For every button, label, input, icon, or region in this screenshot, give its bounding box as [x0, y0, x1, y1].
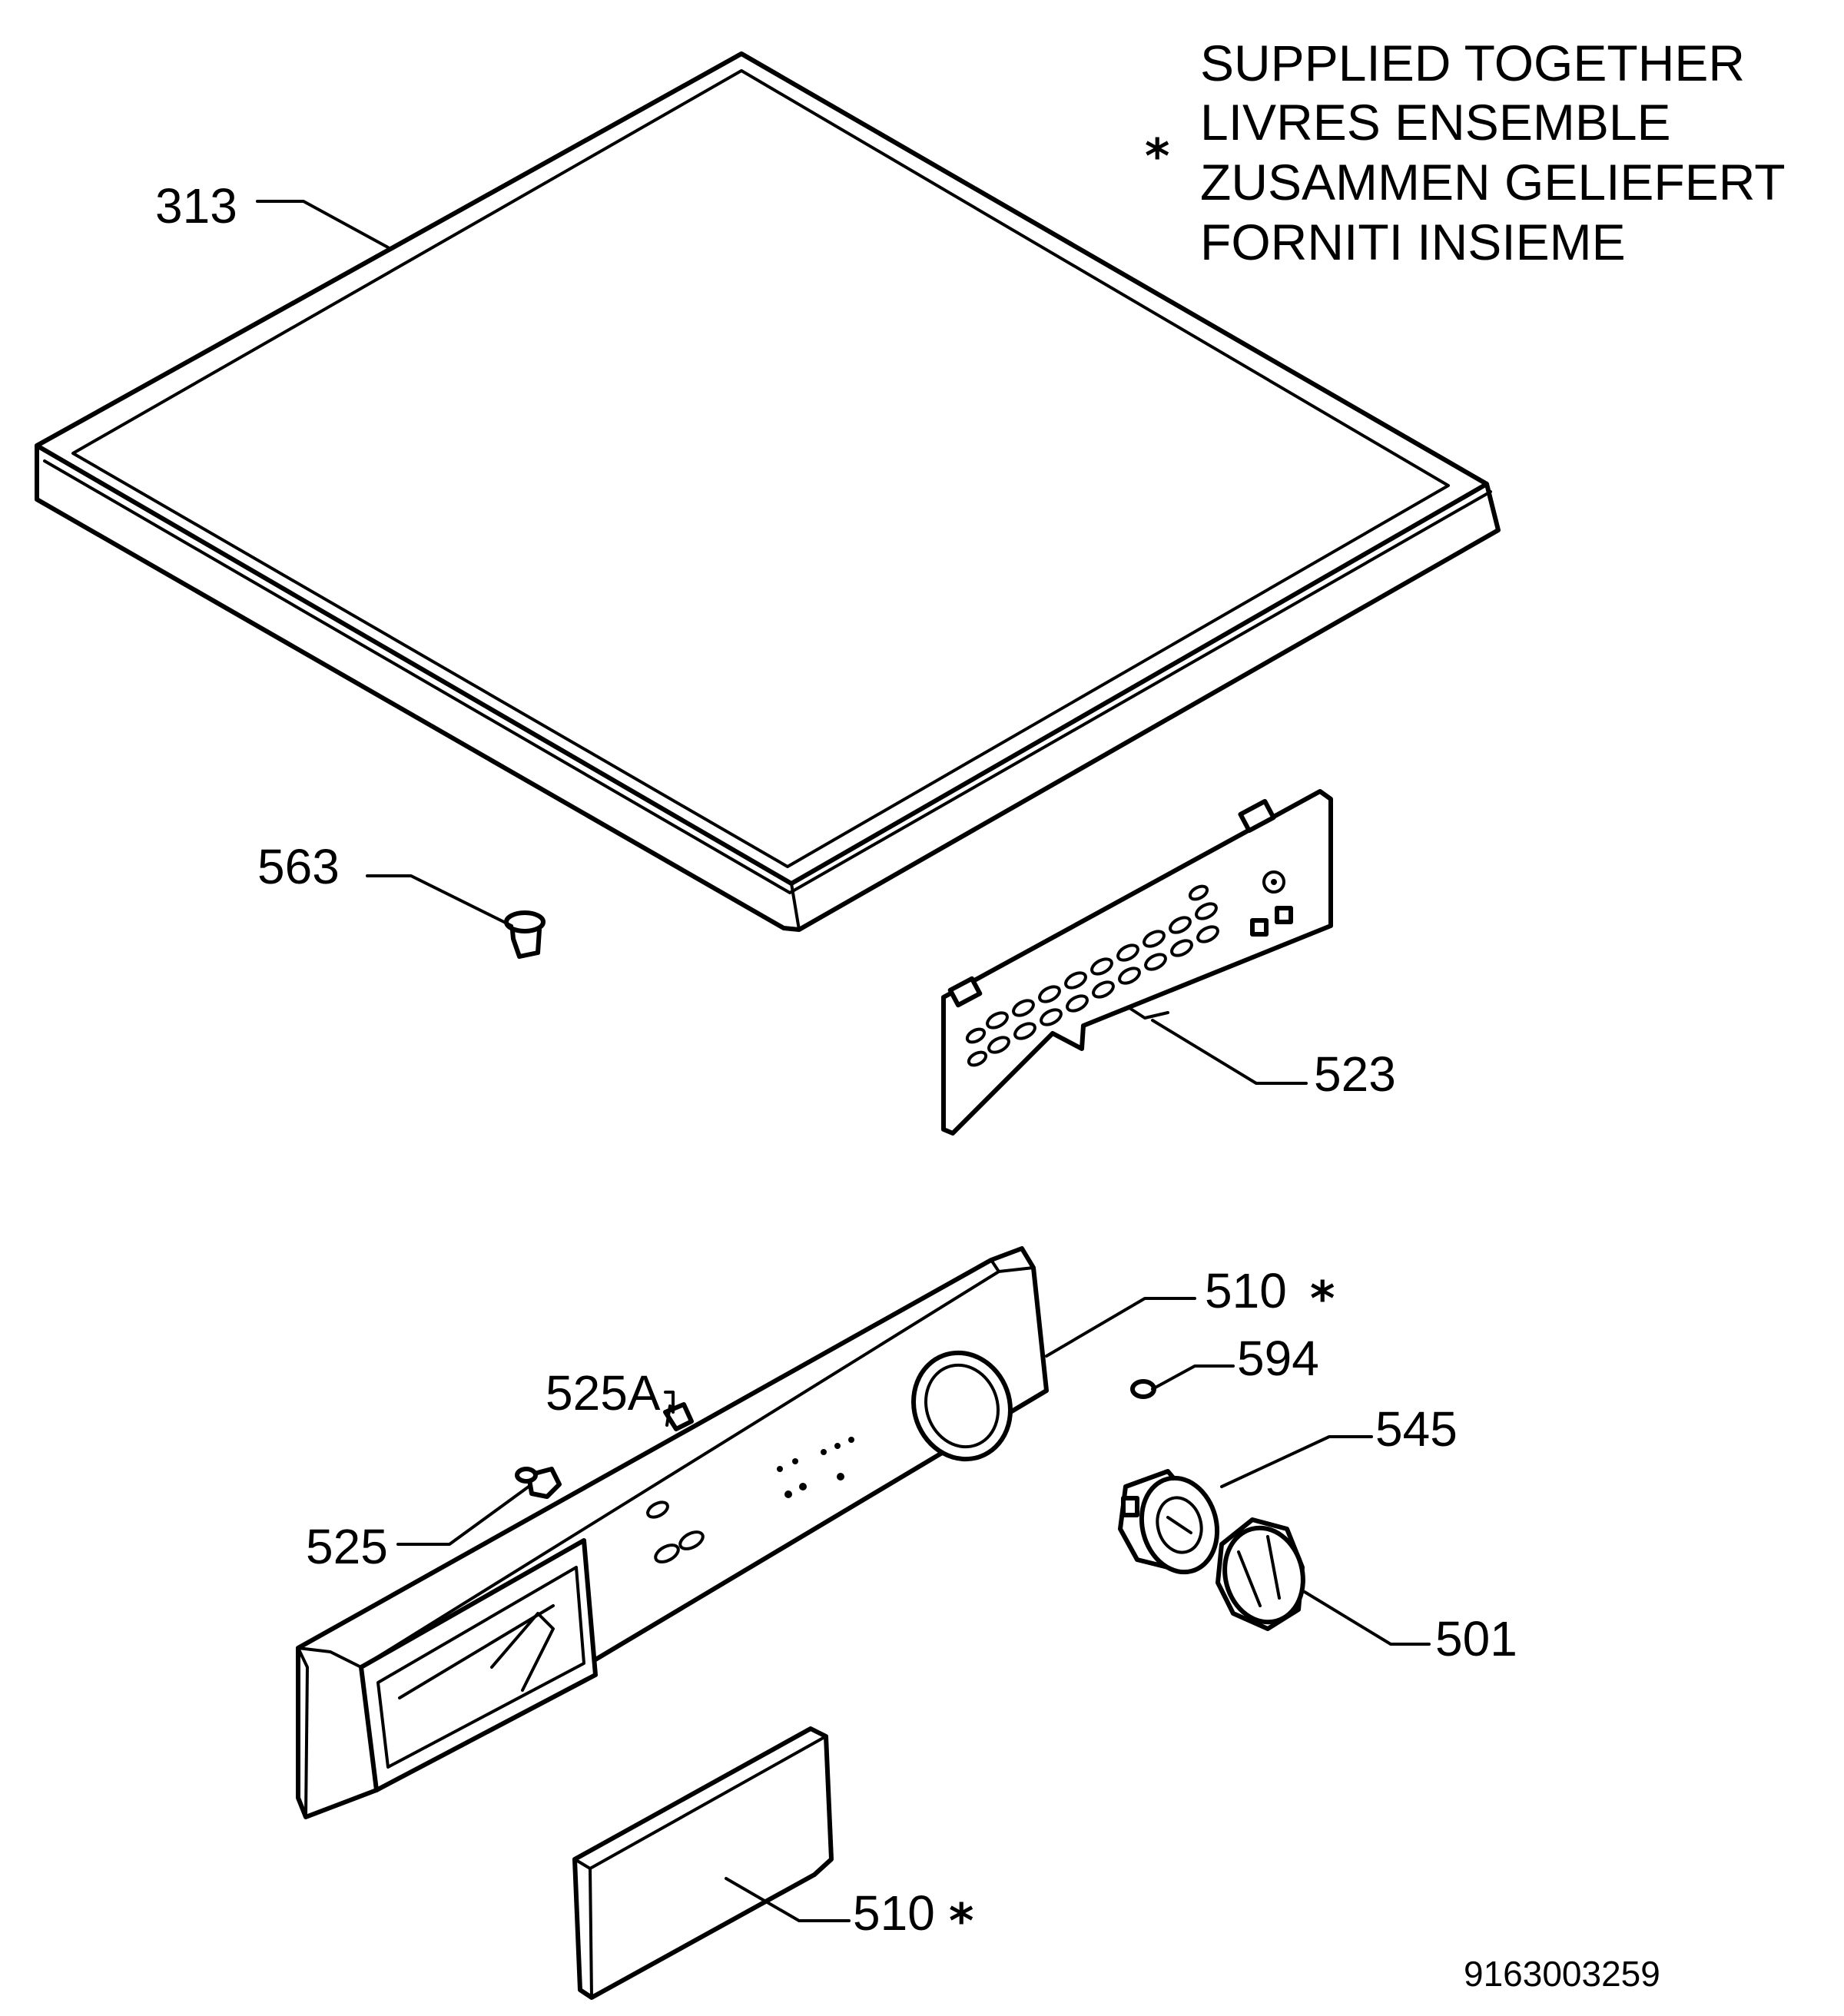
control-panel-510 — [296, 1246, 1049, 1819]
label-313: 313 — [155, 178, 237, 234]
supplied-together-note: * SUPPLIED TOGETHER LIVRES ENSEMBLE ZUSA… — [1145, 35, 1786, 270]
plug-563 — [504, 910, 546, 959]
label-545: 545 — [1375, 1401, 1458, 1457]
clip-525A — [663, 1402, 694, 1431]
label-510-bottom: 510 — [853, 1885, 935, 1941]
note-line-3: ZUSAMMEN GELIEFERT — [1200, 154, 1786, 211]
worktop-313 — [35, 51, 1501, 932]
note-asterisk: * — [1145, 128, 1169, 184]
drawer-handle-510 — [572, 1726, 834, 2000]
note-line-2: LIVRES ENSEMBLE — [1200, 94, 1671, 151]
leader-lines — [256, 200, 1431, 1922]
drawing-number: 9163003259 — [1464, 1954, 1660, 1994]
knob-501 — [1216, 1517, 1305, 1631]
label-510-top: 510 — [1205, 1263, 1287, 1318]
selector-545 — [1118, 1469, 1220, 1575]
circuit-board-523 — [941, 789, 1333, 1136]
note-line-4: FORNITI INSIEME — [1200, 214, 1626, 270]
note-line-1: SUPPLIED TOGETHER — [1200, 35, 1745, 91]
label-523: 523 — [1314, 1046, 1396, 1102]
label-510-bottom-star: * — [949, 1893, 973, 1949]
label-525A: 525A — [546, 1365, 661, 1421]
board-component-holes — [965, 884, 1219, 1067]
label-594: 594 — [1237, 1331, 1319, 1386]
label-501: 501 — [1435, 1611, 1517, 1666]
label-525: 525 — [306, 1519, 388, 1574]
label-510-top-star: * — [1310, 1271, 1335, 1327]
lens-525 — [515, 1467, 562, 1499]
clip-594 — [1130, 1379, 1156, 1399]
label-563: 563 — [257, 839, 340, 894]
